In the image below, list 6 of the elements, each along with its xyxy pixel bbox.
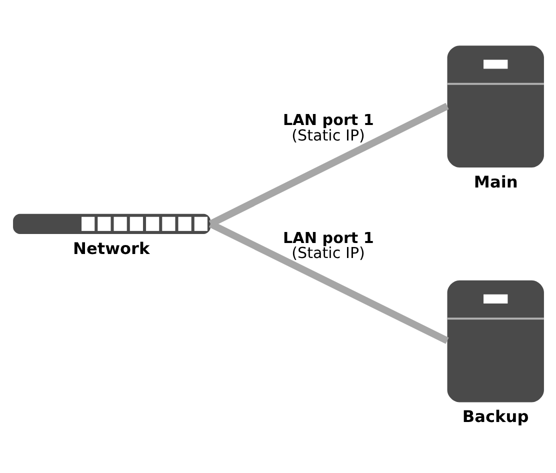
node-box [12,214,210,234]
node-label: Main [473,172,518,192]
node-label: Network [72,238,150,258]
node-label: Backup [462,407,528,426]
edge-label: LAN port 1 (Static IP) [282,111,374,144]
edge-label: LAN port 1 (Static IP) [282,229,374,262]
